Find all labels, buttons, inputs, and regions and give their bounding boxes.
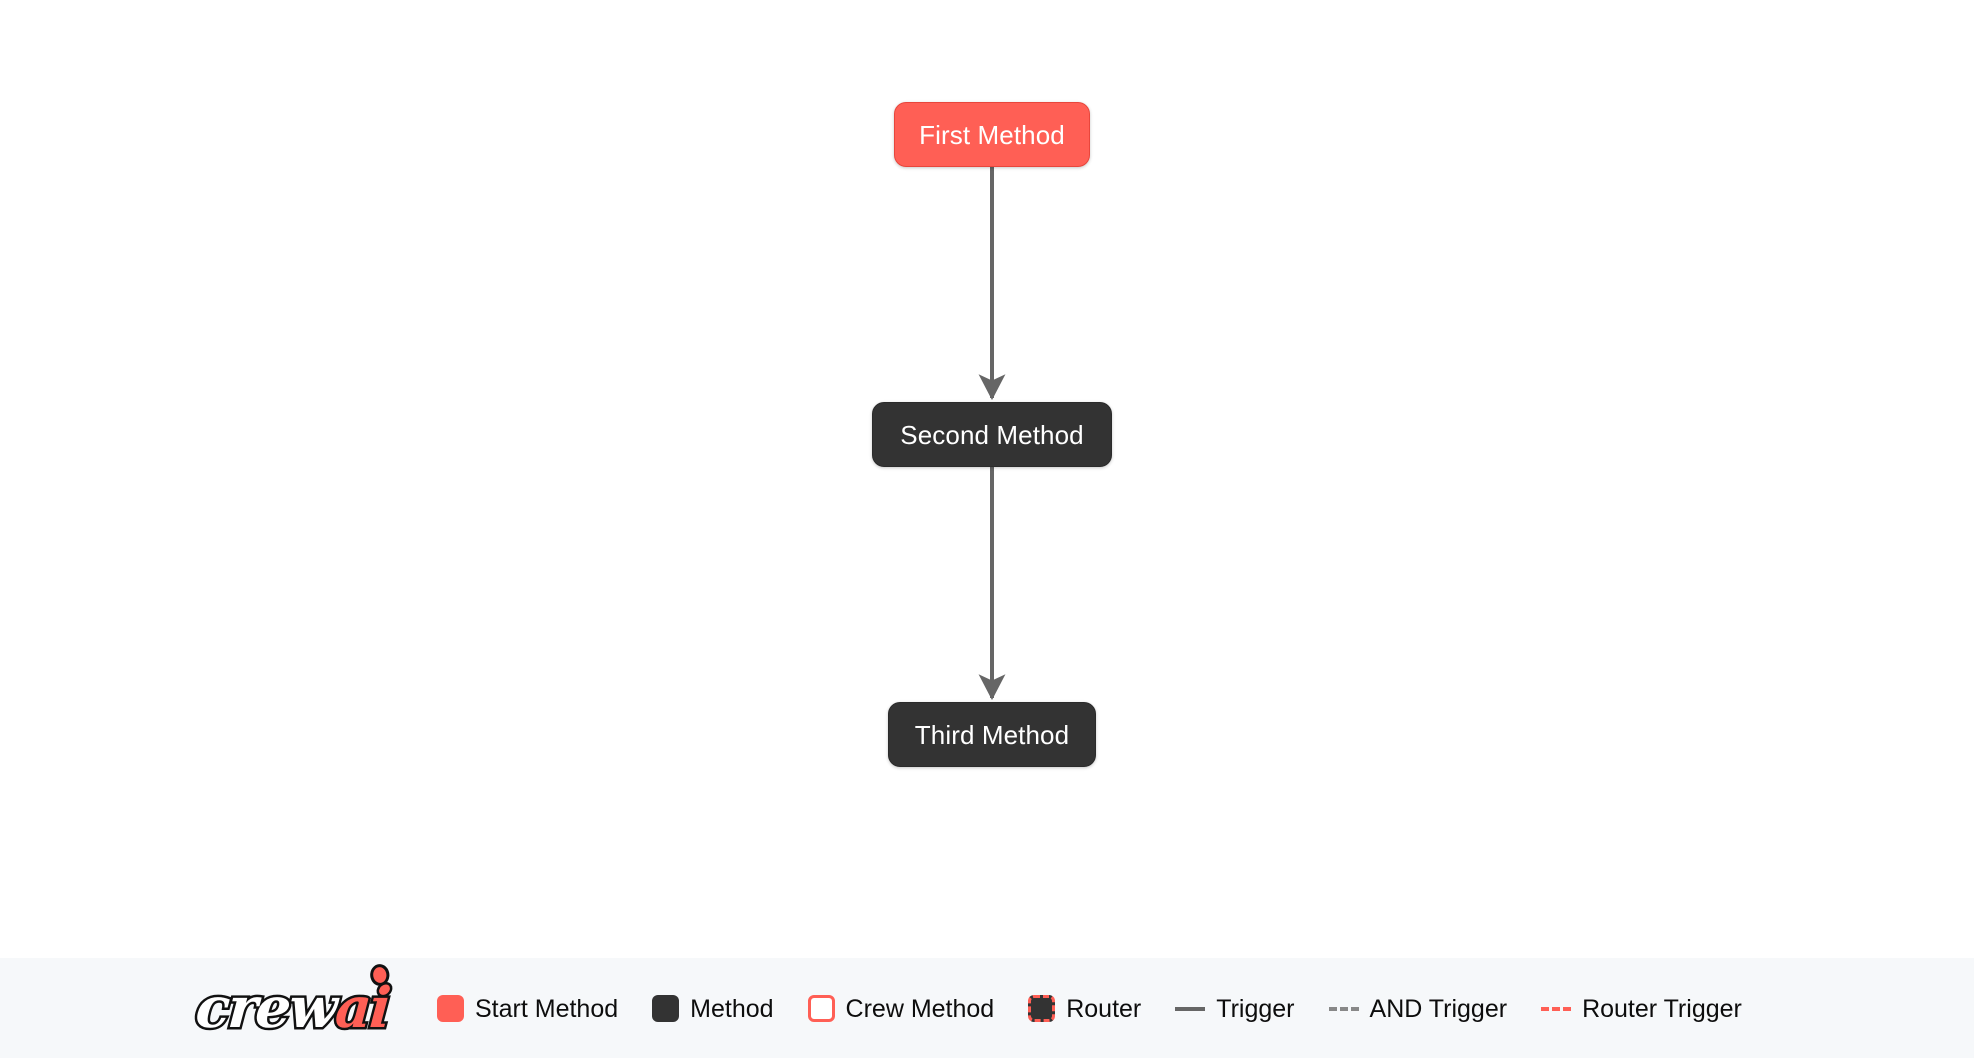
legend-item-router-trigger: Router Trigger	[1541, 996, 1742, 1021]
legend-item-start-method: Start Method	[437, 994, 619, 1023]
legend-label: AND Trigger	[1369, 994, 1508, 1023]
legend-label: Trigger	[1216, 994, 1295, 1023]
legend-label: Start Method	[475, 994, 619, 1023]
legend-label: Router Trigger	[1582, 994, 1742, 1023]
legend-label: Crew Method	[845, 994, 995, 1023]
legend-item-trigger: Trigger	[1175, 994, 1295, 1023]
router-trigger-line-icon	[1541, 1007, 1572, 1011]
flow-node-first-method[interactable]: First Method	[894, 102, 1090, 167]
logo-text-crew: crew	[191, 973, 340, 1044]
and-trigger-line-icon	[1328, 1007, 1359, 1011]
node-label: Second Method	[900, 419, 1084, 450]
flow-node-third-method[interactable]: Third Method	[888, 702, 1096, 767]
flow-canvas[interactable]: First Method Second Method Third Method	[0, 0, 1974, 958]
node-label: Third Method	[914, 719, 1070, 750]
method-swatch-icon	[652, 994, 680, 1022]
legend-item-method: Method	[652, 994, 774, 1023]
logo-text-ai: ai	[331, 973, 394, 1044]
start-method-swatch-icon	[437, 994, 464, 1022]
node-label: First Method	[919, 119, 1065, 150]
trigger-line-icon	[1175, 1007, 1206, 1011]
legend-label: Router	[1066, 994, 1142, 1023]
flow-node-second-method[interactable]: Second Method	[872, 402, 1112, 467]
crew-method-swatch-icon	[807, 994, 835, 1022]
legend-item-and-trigger: AND Trigger	[1328, 994, 1508, 1023]
router-swatch-icon	[1028, 994, 1056, 1022]
legend-item-crew-method: Crew Method	[807, 994, 995, 1023]
legend-label: Method	[690, 994, 774, 1023]
legend-item-router: Router	[1028, 994, 1142, 1023]
